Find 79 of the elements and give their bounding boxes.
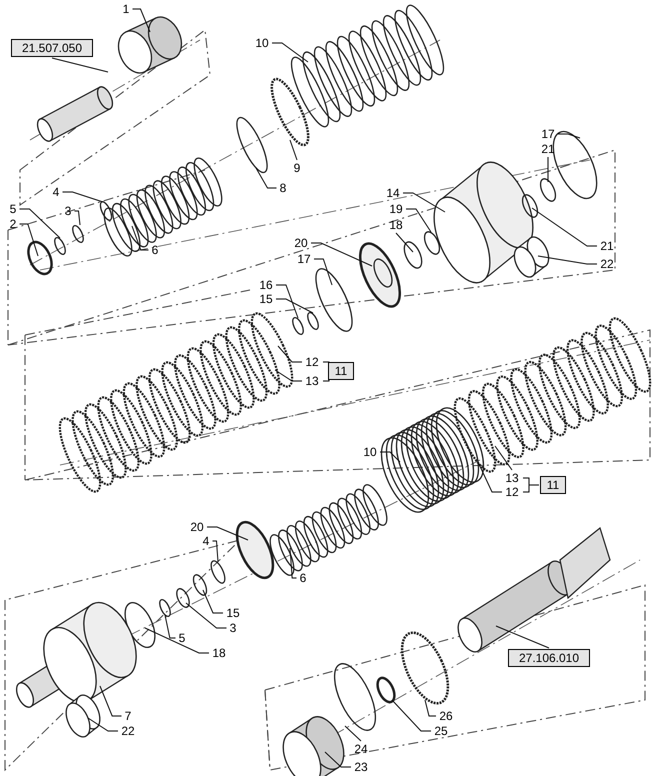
leader-line [290, 548, 297, 578]
leader-line [212, 540, 218, 562]
leader-line [538, 256, 598, 264]
callout-number: 3 [228, 621, 238, 635]
leader-line [186, 602, 227, 628]
callout-number: 19 [387, 202, 405, 216]
callout-number: 5 [8, 202, 18, 216]
callout-number: 26 [437, 709, 455, 723]
callout-number: 18 [210, 646, 228, 660]
reference-box: 11 [540, 476, 566, 494]
leader-line [392, 700, 432, 732]
leader-line [344, 726, 362, 742]
leader-line [52, 58, 108, 72]
callout-number: 23 [352, 760, 370, 774]
callout-number: 13 [503, 471, 521, 485]
callout-number: 10 [253, 36, 271, 50]
callout-number: 6 [298, 571, 308, 585]
callout-number: 24 [352, 742, 370, 756]
leader-line [62, 192, 104, 202]
leader-line [276, 284, 298, 318]
leader-line [74, 210, 80, 226]
leader-line [314, 258, 332, 286]
leader-line [256, 168, 277, 188]
leader-line [276, 298, 314, 314]
callout-number: 14 [384, 186, 402, 200]
callout-number: 4 [50, 185, 62, 199]
callout-number: 20 [188, 520, 206, 534]
leader-line [478, 462, 502, 492]
callout-number: 5 [176, 631, 188, 645]
leader-line [290, 140, 298, 160]
leader-line [406, 208, 432, 232]
leader-line [380, 452, 400, 462]
callout-number: 25 [432, 724, 450, 738]
leader-line [88, 718, 118, 732]
leader-line [402, 192, 446, 212]
reference-box: 27.106.010 [508, 649, 590, 667]
callout-number: 17 [539, 127, 557, 141]
leader-line [496, 626, 550, 648]
leader-line [164, 614, 176, 638]
leader-line [206, 526, 248, 540]
callout-number: 20 [292, 236, 310, 250]
callout-number: 8 [278, 181, 288, 195]
leader-line [558, 134, 580, 138]
callout-number: 12 [303, 355, 321, 369]
leader-line [532, 208, 598, 246]
leader-line [19, 224, 38, 256]
leader-line [424, 700, 436, 716]
callout-number: 17 [295, 252, 313, 266]
callout-number: 4 [200, 534, 212, 548]
callout-number: 1 [120, 2, 132, 16]
leader-line [132, 226, 149, 250]
callout-number: 9 [292, 161, 302, 175]
leader-line [144, 628, 210, 654]
callout-number: 16 [257, 278, 275, 292]
callout-number: 10 [361, 445, 379, 459]
leader-line [274, 370, 302, 382]
leader-line [202, 590, 224, 614]
callout-number: 7 [122, 709, 134, 723]
leader-line [396, 232, 414, 252]
callout-number: 22 [598, 257, 616, 271]
callout-number: 18 [387, 218, 405, 232]
callout-number: 6 [150, 243, 160, 257]
leader-line [310, 242, 372, 266]
callout-number: 13 [303, 374, 321, 388]
callout-number: 12 [503, 485, 521, 499]
callout-number: 15 [224, 606, 242, 620]
reference-box: 11 [328, 362, 354, 380]
leader-line [100, 686, 122, 716]
leader-line [272, 42, 308, 62]
callout-number: 22 [119, 724, 137, 738]
callout-number: 15 [257, 292, 275, 306]
leader-line [132, 8, 150, 32]
leader-line [494, 446, 512, 470]
callout-number: 2 [8, 217, 18, 231]
callout-number: 21 [598, 239, 616, 253]
leader-line [278, 346, 302, 362]
leader-line [19, 208, 60, 238]
reference-box: 21.507.050 [11, 39, 93, 57]
leader-line [324, 752, 352, 768]
